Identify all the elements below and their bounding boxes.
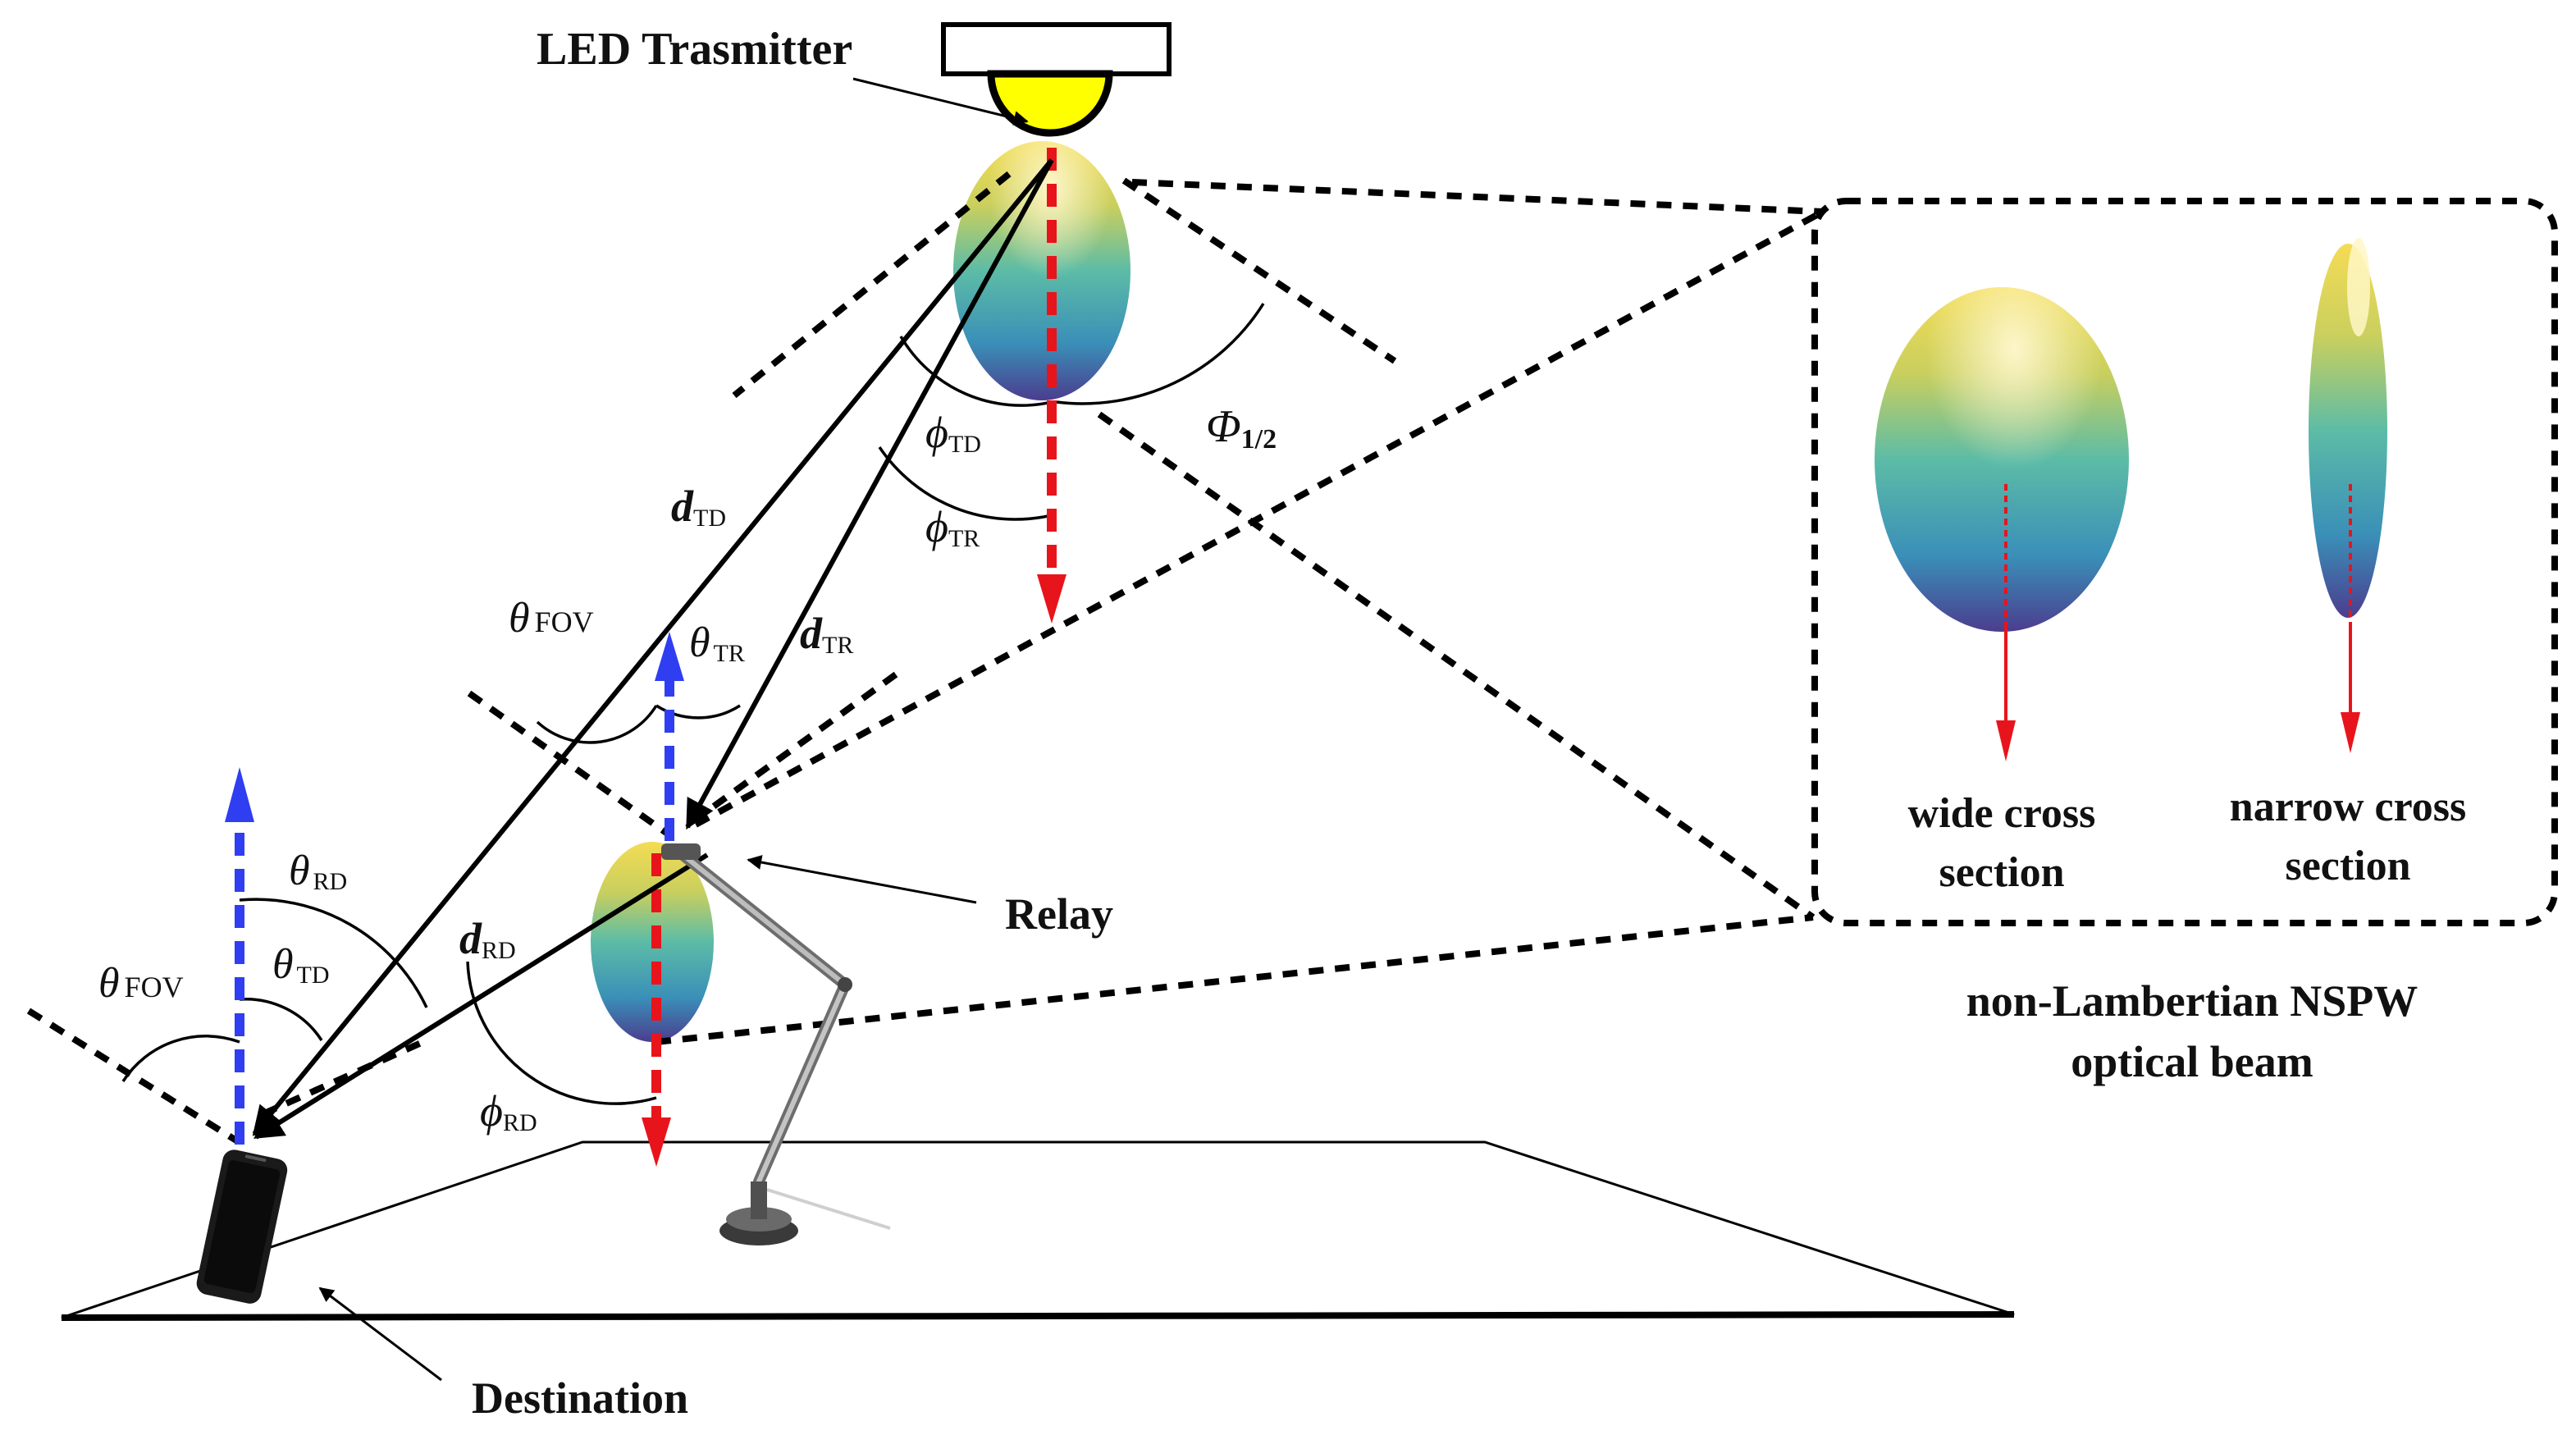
- floor-plane: [61, 1140, 2015, 1321]
- zoom-callout: [655, 179, 2558, 1045]
- destination-label: Destination: [472, 1373, 688, 1423]
- narrow-cross-section-beam: [2309, 238, 2387, 753]
- link-tr: [685, 158, 1054, 830]
- symbol-d-rd: dRD: [459, 914, 516, 964]
- relay-normal-down-arrow: [642, 853, 671, 1167]
- symbol-d-tr: dTR: [800, 609, 853, 659]
- wide-cross-section-beam: [1875, 287, 2129, 761]
- link-rd: [253, 852, 709, 1140]
- symbol-phi-td: ϕTD: [925, 408, 981, 458]
- led-transmitter-label: LED Trasmitter: [537, 24, 852, 75]
- relay-label: Relay: [1005, 889, 1113, 939]
- wide-cross-label-line2: section: [1939, 849, 2064, 896]
- symbol-d-td: dTD: [671, 482, 726, 532]
- transmitter-beam-pattern: [953, 141, 1130, 400]
- narrow-cross-label-line2: section: [2285, 843, 2410, 889]
- symbol-phi-half: Φ1/2: [1206, 401, 1277, 455]
- wide-cross-label-line1: wide cross: [1908, 790, 2096, 837]
- leader-lines: [318, 77, 1029, 1382]
- led-transmitter: [941, 22, 1172, 137]
- narrow-cross-label-line1: narrow cross: [2230, 784, 2466, 830]
- symbol-phi-rd: ϕRD: [480, 1086, 537, 1136]
- symbol-phi-tr: ϕTR: [925, 502, 980, 552]
- dashed-angle-lines: [26, 171, 1397, 1144]
- transmitter-normal-arrow: [1037, 148, 1066, 624]
- relay-desk-lamp: [661, 843, 891, 1245]
- relay-normal-up-arrow: [655, 632, 684, 841]
- link-td: [252, 158, 1054, 1136]
- link-lines: [252, 158, 1054, 1140]
- destination-normal-up-arrow: [225, 767, 254, 1145]
- beam-title-line2: optical beam: [2071, 1037, 2313, 1086]
- destination-phone: [196, 1149, 288, 1304]
- beam-title-line1: non-Lambertian NSPW: [1966, 976, 2418, 1026]
